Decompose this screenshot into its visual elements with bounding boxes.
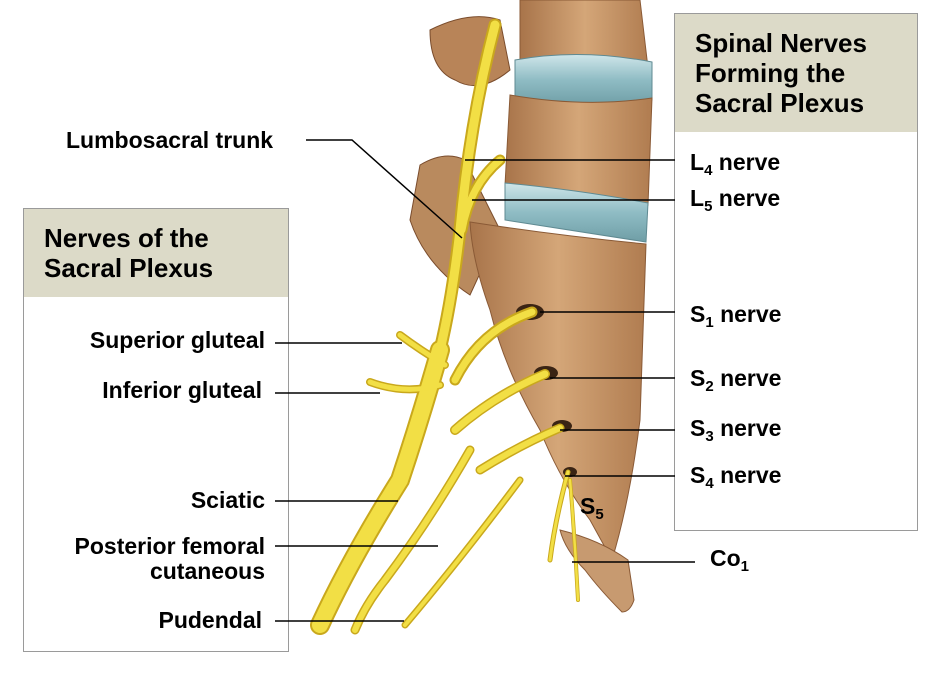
label-l4-nerve: L4 nerve: [690, 149, 781, 179]
disc-l4-l5: [514, 54, 653, 106]
sacral-plexus-nerves-title: Nerves of the Sacral Plexus: [24, 209, 288, 297]
spinal-nerves-box: Spinal Nerves Forming the Sacral Plexus: [674, 13, 918, 531]
label-pudendal: Pudendal: [158, 607, 262, 633]
label-lumbosacral-trunk: Lumbosacral trunk: [66, 127, 274, 153]
label-inferior-gluteal: Inferior gluteal: [102, 377, 262, 403]
label-s4-nerve: S4 nerve: [690, 462, 782, 492]
label-s3-nerve: S3 nerve: [690, 415, 782, 445]
spinal-nerves-title: Spinal Nerves Forming the Sacral Plexus: [675, 14, 917, 132]
label-superior-gluteal: Superior gluteal: [89, 327, 265, 353]
coccyx: [559, 529, 635, 613]
sacral-plexus-nerves-box: Nerves of the Sacral Plexus: [23, 208, 289, 652]
label-posterior-femoral-cutaneous: Posterior femoral cutaneous: [74, 533, 265, 584]
label-co1: Co1: [710, 545, 750, 575]
disc-l5-s1: [504, 182, 649, 243]
label-l5-nerve: L5 nerve: [690, 185, 781, 215]
label-s1-nerve: S1 nerve: [690, 301, 782, 331]
label-s2-nerve: S2 nerve: [690, 365, 782, 395]
leader-lines: [275, 139, 695, 622]
label-sciatic: Sciatic: [190, 487, 265, 513]
label-s5: S5: [580, 493, 604, 523]
nerves: [310, 18, 580, 635]
